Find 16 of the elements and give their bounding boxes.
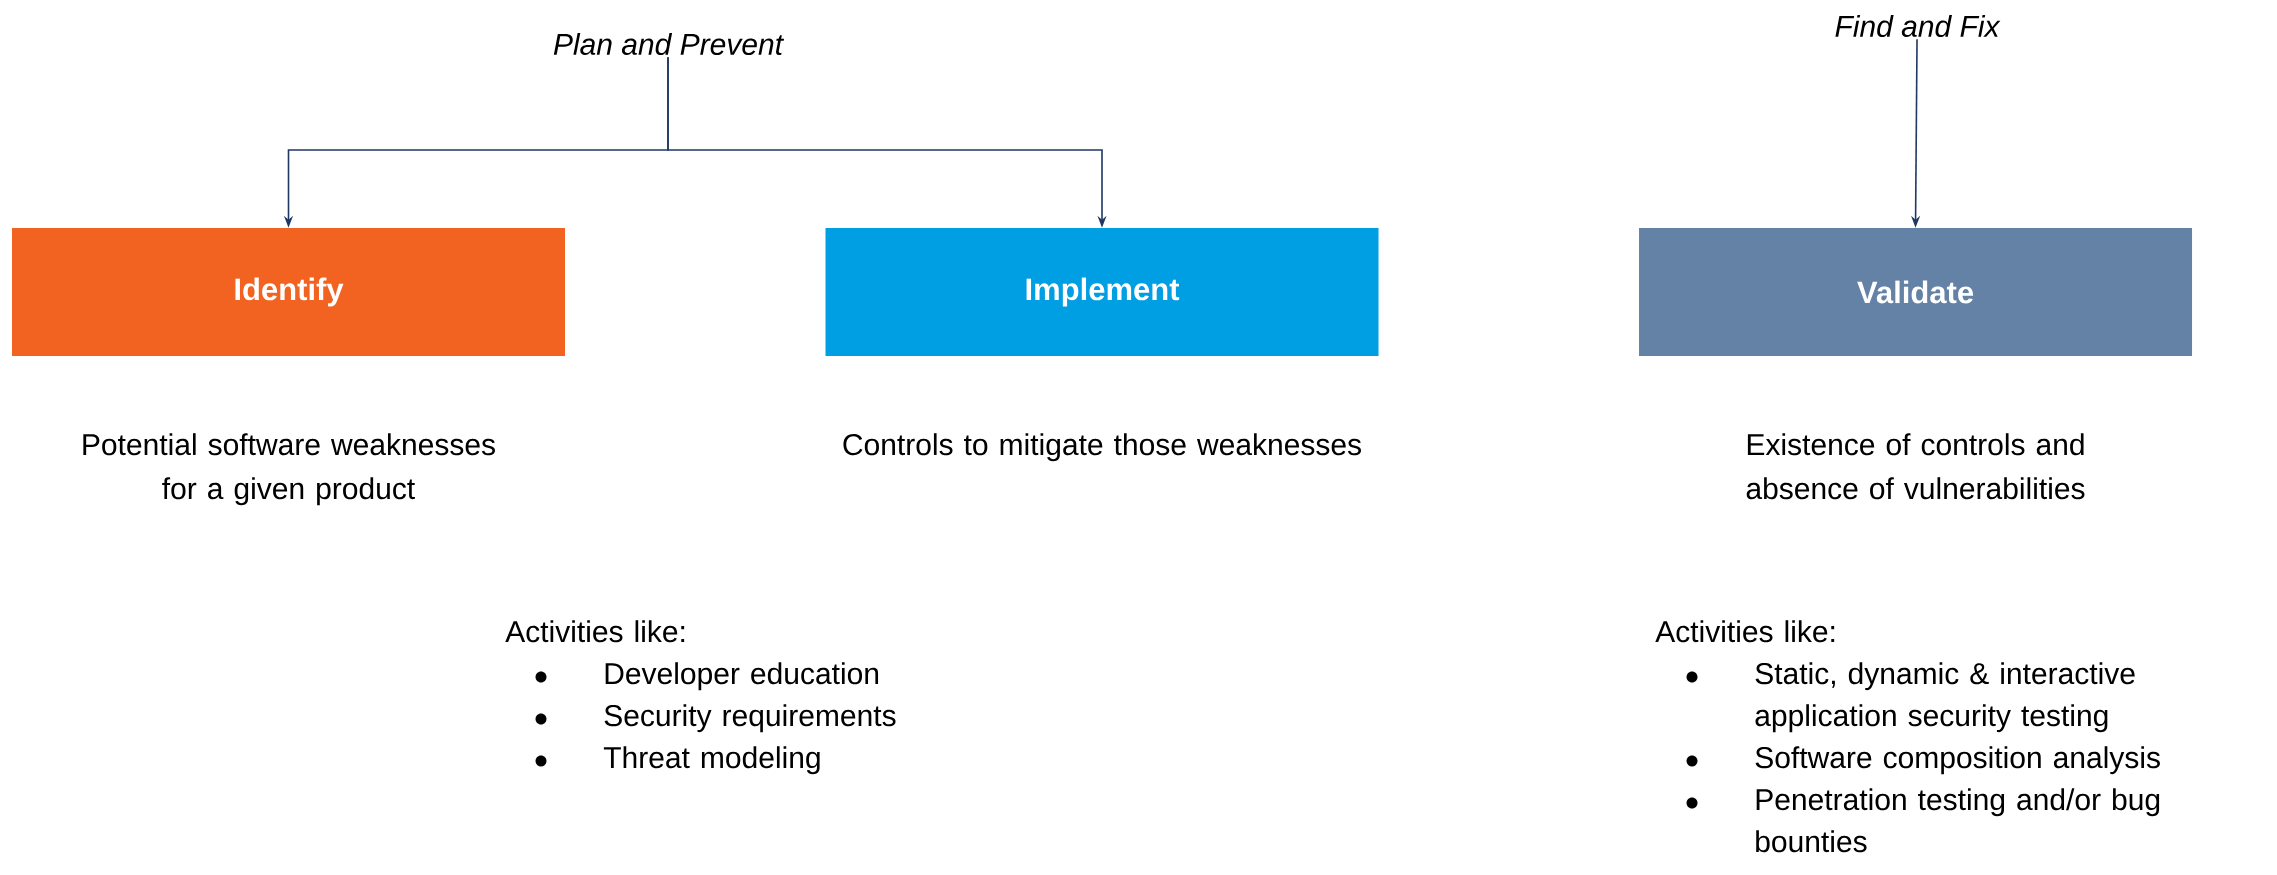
process-box: Validate [1639, 228, 2193, 356]
heading-text: Plan and Prevent [553, 33, 785, 56]
bullet-item: Security requirements [535, 704, 896, 733]
list-heading: Activities like: [505, 620, 685, 643]
description-text: Potential software weaknesses for a given product [83, 433, 495, 506]
bullet-item: Software composition analysis [1686, 746, 2160, 775]
bullet-item: Threat modeling [535, 746, 820, 775]
description-text: Existence of controls and absence of vulnerabilities [1746, 433, 2085, 500]
bullet-item: Static, dynamic & interactive application security testing [1686, 662, 2135, 733]
process-box: Identify [12, 228, 565, 356]
bullet-item: Developer education [535, 662, 879, 691]
list-heading: Activities like: [1655, 620, 1835, 643]
process-box: Implement [825, 228, 1379, 356]
bullet-item: Penetration testing and/or bug bounties [1686, 788, 2160, 853]
heading-text: Find and Fix [1835, 15, 2001, 38]
description-text: Controls to mitigate those weaknesses [843, 433, 1361, 462]
